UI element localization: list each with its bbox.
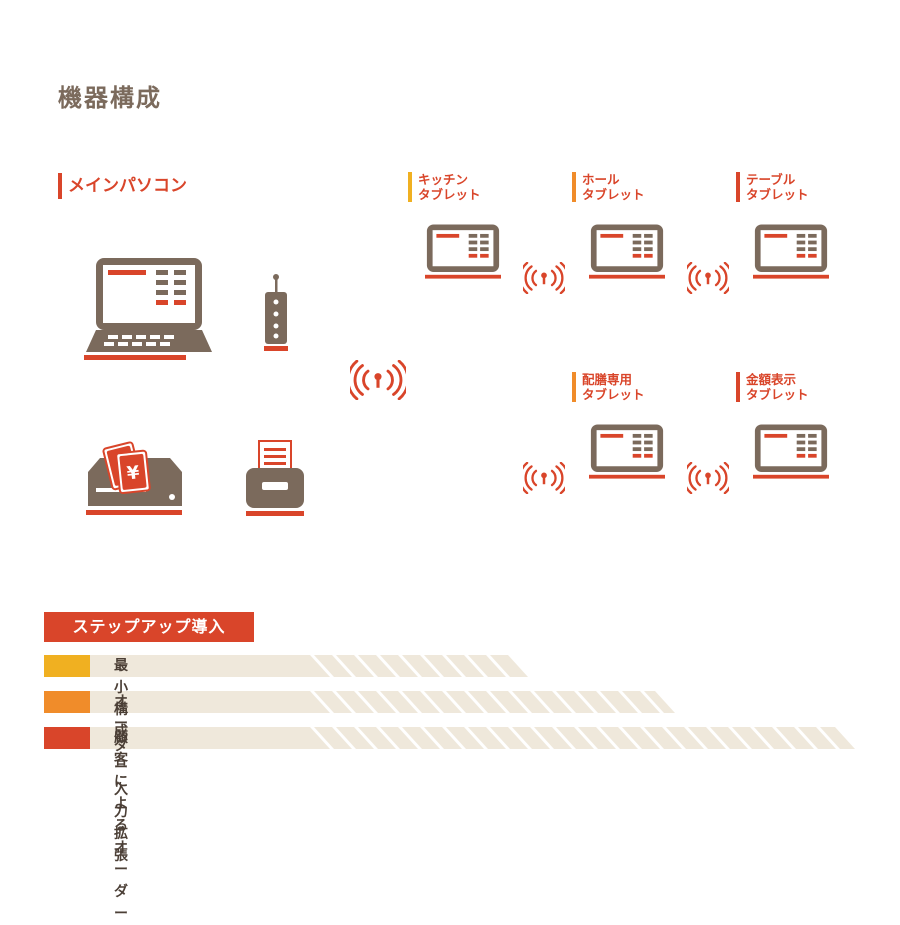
step-bar-3 xyxy=(90,727,855,749)
page-title: 機器構成 xyxy=(58,84,162,112)
bar-stripe xyxy=(354,691,378,713)
bar-stripe xyxy=(420,655,444,677)
step-swatch-red xyxy=(44,727,90,749)
bar-stripe xyxy=(310,655,334,677)
bar-stripe xyxy=(442,655,466,677)
bar-stripe xyxy=(310,727,334,749)
tablet-icon-kitchen xyxy=(425,224,501,279)
tablet-icon-hall xyxy=(589,224,665,279)
bar-stripe xyxy=(376,691,400,713)
bar-stripe xyxy=(332,691,356,713)
bar-stripe xyxy=(442,691,466,713)
bar-stripe xyxy=(420,691,444,713)
bar-stripe xyxy=(816,727,840,749)
tablet-label-serving: 配膳専用タブレット xyxy=(572,372,645,402)
tablet-label-table: テーブルタブレット xyxy=(736,172,809,202)
wifi-icon-3 xyxy=(523,462,565,494)
wifi-icon-1 xyxy=(523,262,565,294)
main-pc-label: メインパソコン xyxy=(58,173,187,199)
bar-stripe xyxy=(486,691,510,713)
tablet-label-price: 金額表示タブレット xyxy=(736,372,809,402)
bar-stripe xyxy=(508,655,532,677)
bar-stripe xyxy=(684,727,708,749)
svg-text:¥: ¥ xyxy=(126,462,141,484)
diagram-canvas: ¥ xyxy=(84,224,855,749)
bar-stripe xyxy=(354,655,378,677)
bar-stripe xyxy=(552,691,576,713)
bar-stripe xyxy=(376,727,400,749)
step-header: ステップアップ導入 xyxy=(44,612,254,642)
router-icon xyxy=(264,274,288,351)
tablet-label-hall: ホールタブレット xyxy=(572,172,645,202)
wifi-icon-4 xyxy=(687,462,729,494)
bar-stripe xyxy=(640,691,664,713)
bar-stripe xyxy=(728,727,752,749)
bar-stripe xyxy=(574,691,598,713)
tablet-label-kitchen: キッチンタブレット xyxy=(408,172,481,202)
bar-stripe xyxy=(376,655,400,677)
laptop-icon xyxy=(84,258,212,360)
bar-stripe xyxy=(530,727,554,749)
bar-stripe xyxy=(596,727,620,749)
tablet-icon-price xyxy=(753,424,829,479)
bar-stripe xyxy=(552,727,576,749)
bar-stripe xyxy=(332,655,356,677)
bar-stripe xyxy=(750,727,774,749)
cash-register-icon: ¥ xyxy=(86,441,182,515)
bar-stripe xyxy=(398,727,422,749)
bar-stripe xyxy=(442,727,466,749)
step-swatch-orange xyxy=(44,691,90,713)
bar-stripe xyxy=(794,727,818,749)
bar-stripe xyxy=(332,727,356,749)
bar-stripe xyxy=(574,727,598,749)
bar-stripe xyxy=(530,691,554,713)
bar-stripe xyxy=(398,655,422,677)
tablet-icon-table xyxy=(753,224,829,279)
step-bar-1 xyxy=(90,655,532,677)
bar-stripe xyxy=(772,727,796,749)
bar-stripe xyxy=(508,727,532,749)
central-wifi-icon xyxy=(350,360,406,400)
bar-stripe xyxy=(640,727,664,749)
bar-stripe xyxy=(486,655,510,677)
bar-stripe xyxy=(508,691,532,713)
bar-stripe xyxy=(618,727,642,749)
bar-stripe xyxy=(464,655,488,677)
bar-stripe xyxy=(464,727,488,749)
step-swatch-yellow xyxy=(44,655,90,677)
bar-stripe xyxy=(486,727,510,749)
bar-stripe xyxy=(464,691,488,713)
bar-stripe xyxy=(310,691,334,713)
bar-stripe xyxy=(420,727,444,749)
receipt-printer-icon xyxy=(246,440,304,516)
bar-stripe xyxy=(618,691,642,713)
bar-stripe xyxy=(662,727,686,749)
bar-stripe xyxy=(706,727,730,749)
step-bar-2 xyxy=(90,691,675,713)
bar-stripe xyxy=(354,727,378,749)
wifi-icon-2 xyxy=(687,262,729,294)
bar-stripe xyxy=(398,691,422,713)
tablet-icon-serving xyxy=(589,424,665,479)
bar-stripe xyxy=(596,691,620,713)
